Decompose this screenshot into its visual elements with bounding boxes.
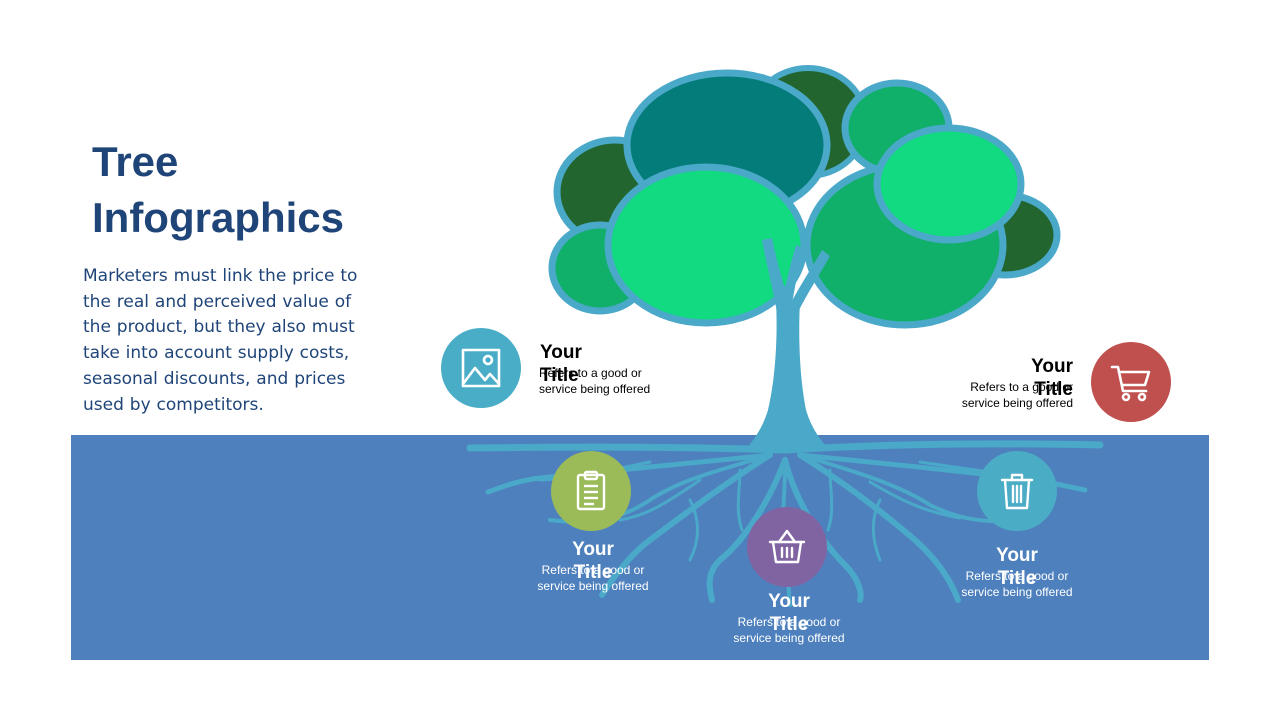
item-4-description: Refers to a good or service being offere… [733, 615, 845, 645]
item-2-icon-circle [1091, 342, 1171, 422]
page-title-line-2: Infographics [92, 194, 345, 241]
description-line: the real and perceived value of [83, 291, 352, 312]
item-3-title: Your Title [572, 539, 614, 583]
item-1-description: Refers to a good or service being offere… [539, 366, 651, 396]
trash-icon [1000, 473, 1034, 510]
page-description: Marketers must link the price to the rea… [83, 264, 373, 418]
item-4-icon-circle [747, 507, 827, 587]
item-5-icon-circle [977, 451, 1057, 531]
description-line: the product, but they also must [83, 317, 355, 338]
item-1-icon-circle [441, 328, 521, 408]
clipboard-icon [576, 470, 606, 511]
item-3-icon-circle [551, 451, 631, 531]
item-3-description: Refers to a good or service being offere… [537, 563, 649, 593]
item-5-description: Refers to a good or service being offere… [961, 569, 1073, 599]
page-title: Tree Infographics [92, 134, 344, 246]
description-line: used by competitors. [83, 394, 264, 415]
description-line: Marketers must link the price to [83, 266, 358, 286]
description-line: seasonal discounts, and prices [83, 368, 346, 389]
item-1-title: Your Title [540, 342, 582, 386]
tree-trunk [745, 300, 830, 450]
cart-icon [1110, 365, 1151, 402]
tree-canopy [548, 65, 1061, 329]
page-title-line-1: Tree [92, 138, 179, 185]
tree-branches [762, 238, 830, 312]
item-5-title: Your Title [996, 545, 1038, 589]
description-line: take into account supply costs, [83, 343, 350, 364]
item-4-title: Your Title [768, 591, 810, 635]
item-2-title: Your Title [1031, 356, 1073, 400]
image-icon [461, 348, 501, 388]
basket-icon [768, 529, 806, 564]
item-2-description: Refers to a good or service being offere… [961, 380, 1073, 410]
